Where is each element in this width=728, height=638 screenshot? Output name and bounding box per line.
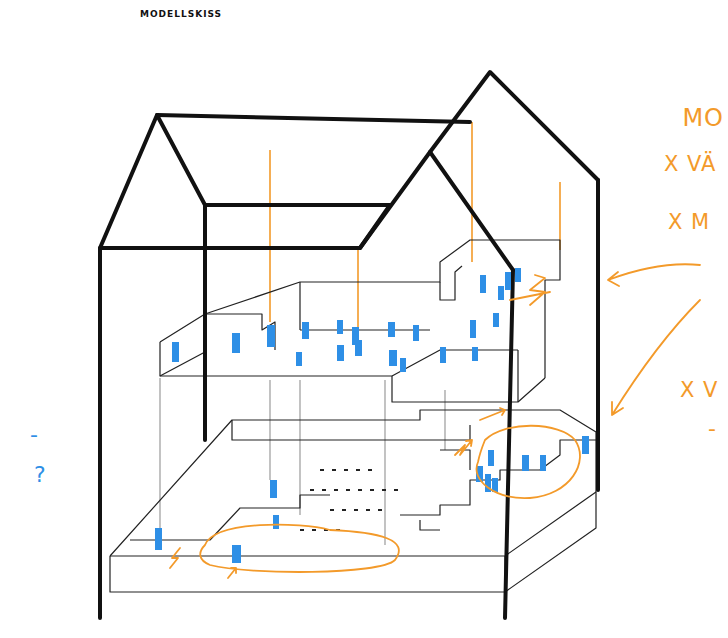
orange-annotations (170, 264, 700, 578)
lower-floor-plan (110, 410, 596, 592)
note-heading: MO (682, 106, 724, 130)
floor-dashes (300, 470, 400, 530)
side-mark: - (30, 424, 39, 446)
note-dash: - (708, 418, 717, 440)
note-item: X M (668, 212, 710, 233)
side-mark: ? (34, 464, 47, 486)
upper-floor-plan (160, 240, 560, 402)
house-outline (100, 72, 598, 618)
note-item: X VÄ (664, 154, 716, 175)
figure-markers (155, 268, 589, 563)
support-lines (160, 378, 445, 545)
note-item: X V (680, 380, 718, 401)
sheet-title: MODELLSKISS (140, 10, 222, 19)
hanger-lines (270, 122, 560, 340)
